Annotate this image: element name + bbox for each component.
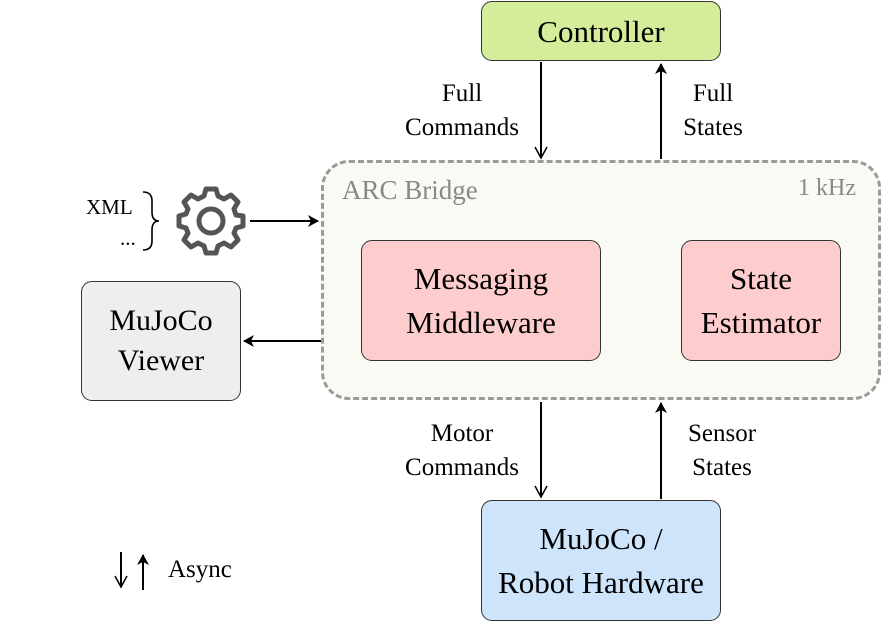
xml-input-label: XML [86, 195, 133, 219]
bridge-rate: 1 kHz [798, 175, 856, 201]
mujoco-viewer-box: MuJoCo Viewer [81, 281, 241, 401]
full-states-label: Full States [683, 80, 743, 141]
robot-hardware-box: MuJoCo / Robot Hardware [481, 500, 721, 621]
async-legend-label: Async [168, 556, 232, 583]
estimator-line1: State [729, 260, 792, 296]
full-commands-label: Full Commands [405, 80, 519, 141]
sensor-states-label: Sensor States [687, 420, 757, 481]
controller-label: Controller [537, 13, 665, 49]
viewer-line1: MuJoCo [109, 304, 213, 337]
bridge-title: ARC Bridge [342, 175, 478, 205]
state-estimator-box: State Estimator [681, 240, 841, 361]
messaging-line1: Messaging [413, 260, 549, 296]
hardware-line1: MuJoCo / [539, 520, 663, 556]
messaging-line2: Middleware [406, 304, 556, 340]
hardware-line2: Robot Hardware [498, 564, 704, 600]
gear-icon [176, 186, 246, 256]
viewer-line2: Viewer [117, 344, 205, 377]
estimator-line2: Estimator [700, 304, 822, 340]
config-brace [142, 191, 160, 251]
controller-box: Controller [481, 1, 721, 61]
messaging-middleware-box: Messaging Middleware [361, 240, 601, 361]
more-inputs-label: ... [120, 226, 136, 250]
motor-commands-label: Motor Commands [405, 420, 519, 481]
